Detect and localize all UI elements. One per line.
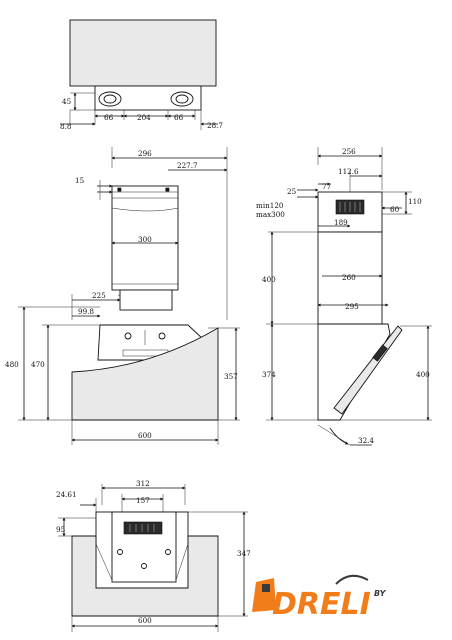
dim-95: 95: [56, 525, 66, 534]
dim-min120: min120: [256, 201, 284, 210]
dim-600-front: 600: [138, 431, 152, 440]
front-view-bracket: [119, 289, 173, 311]
side-view-control-panel: [372, 344, 388, 362]
dim-347: 347: [237, 549, 251, 558]
dim-28-7: 28.7: [207, 121, 223, 130]
dim-312: 312: [136, 479, 150, 488]
logo-wordmark: DRELI: [272, 587, 371, 622]
side-view: 256 112.6 77 25 min120 max300 189 60 110…: [256, 147, 432, 446]
dim-66-left: 66: [104, 113, 114, 122]
bottom-view-glass-panel: [71, 535, 219, 617]
dim-480: 480: [5, 360, 19, 369]
logo-by: BY: [374, 589, 387, 598]
dim-66-right: 66: [174, 113, 184, 122]
dim-470: 470: [31, 360, 45, 369]
dim-32-4: 32.4: [358, 436, 374, 445]
dim-300: 300: [138, 235, 152, 244]
dim-60: 60: [390, 205, 400, 214]
dim-8-8: 8.8: [60, 122, 72, 131]
dim-99-8: 99.8: [78, 307, 94, 316]
dim-227-7: 227.7: [177, 161, 198, 170]
dim-77: 77: [322, 182, 332, 191]
dim-296: 296: [138, 149, 152, 158]
front-view: 296 227.7 ■ ■ 15 300 225 99.8: [5, 147, 240, 445]
side-view-chimney-lower: [317, 231, 383, 325]
bottom-view-filter-grille: [123, 521, 163, 535]
logo-swoosh: [335, 574, 369, 585]
bottom-view: 312 157 24.61 95 347 6: [56, 479, 251, 632]
dim-374: 374: [262, 370, 276, 379]
dim-357: 357: [224, 372, 238, 381]
dim-260: 260: [342, 273, 356, 282]
dim-15: 15: [75, 176, 85, 185]
svg-text:■: ■: [117, 187, 122, 193]
dim-204: 204: [137, 113, 151, 122]
dim-400-side: 400: [262, 275, 276, 284]
dim-225: 225: [92, 291, 106, 300]
dim-400-right: 400: [416, 370, 430, 379]
svg-text:■: ■: [165, 187, 170, 193]
top-view-glass-panel: [69, 19, 217, 87]
dim-189: 189: [334, 218, 348, 227]
dim-110: 110: [408, 197, 422, 206]
dreli-logo: DRELI BY: [252, 574, 387, 622]
dim-256: 256: [342, 147, 356, 156]
side-view-hood-body: [317, 323, 391, 421]
dim-295: 295: [345, 302, 359, 311]
top-view: 45 8.8 66 204 66 28.7: [60, 19, 223, 131]
dim-24-61: 24.61: [56, 490, 77, 499]
dim-25: 25: [287, 187, 297, 196]
dim-45: 45: [62, 97, 72, 106]
dim-157: 157: [136, 496, 150, 505]
dim-112-6: 112.6: [338, 167, 359, 176]
dim-600-bottom: 600: [138, 616, 152, 625]
dim-max300: max300: [256, 210, 285, 219]
front-view-chimney: [111, 185, 179, 291]
